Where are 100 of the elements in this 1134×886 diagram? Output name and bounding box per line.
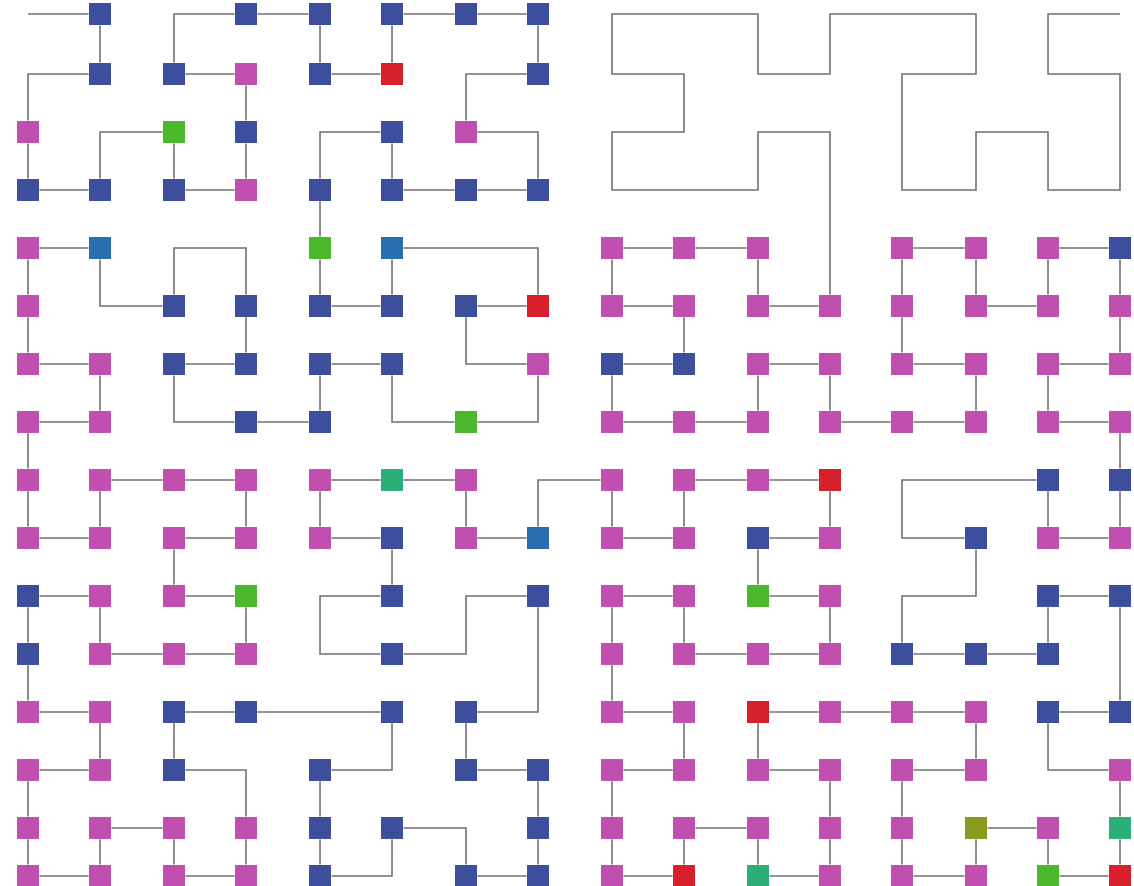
square-marker — [747, 236, 769, 259]
connector-line — [465, 73, 528, 122]
connector-line — [319, 595, 382, 655]
square-marker — [163, 121, 185, 143]
square-marker — [235, 469, 257, 491]
connector-line — [330, 537, 382, 539]
connector-line — [611, 664, 613, 702]
square-marker — [1109, 469, 1131, 491]
connector-line — [829, 838, 831, 866]
connector-line — [319, 258, 321, 296]
square-marker — [819, 295, 841, 317]
connector-line — [99, 722, 101, 760]
square-marker — [965, 352, 987, 375]
connector-line — [1058, 875, 1110, 877]
square-marker — [17, 295, 39, 317]
square-marker — [1109, 295, 1131, 317]
square-marker — [747, 526, 769, 549]
connector-line — [1058, 595, 1110, 597]
connector-line — [840, 421, 892, 423]
connector-line — [402, 827, 467, 866]
square-marker — [891, 295, 913, 317]
connector-line — [319, 131, 382, 180]
connector-line — [986, 305, 1038, 307]
connector-line — [829, 490, 831, 528]
square-marker — [965, 410, 987, 433]
connector-line — [683, 490, 685, 528]
connector-line — [391, 548, 393, 586]
connector-line — [173, 838, 175, 866]
connector-line — [476, 189, 528, 191]
square-marker — [527, 63, 549, 85]
square-marker — [601, 236, 623, 259]
square-marker — [381, 584, 403, 607]
square-marker — [1109, 410, 1131, 433]
connector-line — [622, 363, 674, 365]
square-marker — [381, 295, 403, 317]
square-marker — [17, 236, 39, 259]
connector-line — [840, 711, 892, 713]
square-marker — [381, 236, 403, 259]
square-marker — [89, 469, 111, 491]
connector-line — [768, 537, 820, 539]
connector-line — [245, 606, 247, 644]
connector-line — [27, 316, 29, 354]
connector-line — [476, 606, 539, 713]
connector-line — [1119, 838, 1121, 866]
connector-line — [1047, 606, 1049, 644]
square-marker — [381, 816, 403, 839]
connector-line — [611, 780, 613, 818]
square-marker — [1109, 816, 1131, 839]
connector-line — [901, 258, 903, 296]
square-marker — [673, 410, 695, 433]
connector-line — [99, 258, 164, 307]
connector-line — [99, 24, 101, 64]
connector-line — [768, 711, 820, 713]
connector-line — [1047, 838, 1049, 866]
square-marker — [235, 526, 257, 549]
square-marker — [819, 642, 841, 665]
connector-line — [173, 142, 175, 180]
square-marker — [1037, 700, 1059, 723]
square-marker — [163, 295, 185, 317]
square-marker — [17, 121, 39, 143]
square-marker — [673, 584, 695, 607]
connector-line — [476, 769, 528, 771]
connector-line — [465, 490, 467, 528]
square-marker — [309, 295, 331, 317]
square-marker — [819, 352, 841, 375]
square-marker — [673, 352, 695, 375]
square-marker — [673, 236, 695, 259]
square-marker — [527, 3, 549, 25]
connector-line — [537, 479, 602, 528]
square-marker — [1109, 352, 1131, 375]
square-marker — [163, 179, 185, 201]
connector-line — [38, 189, 90, 191]
square-marker — [601, 758, 623, 781]
connector-line — [1047, 258, 1049, 296]
square-marker — [455, 3, 477, 25]
connector-line — [611, 606, 613, 644]
connector-line — [622, 421, 674, 423]
square-marker — [747, 584, 769, 607]
connector-line — [757, 548, 759, 586]
connector-line — [1119, 432, 1121, 470]
square-marker — [601, 816, 623, 839]
connector-line — [173, 722, 175, 760]
square-marker — [527, 352, 549, 375]
connector-line — [694, 247, 748, 249]
connector-line — [1047, 722, 1110, 771]
square-marker — [89, 642, 111, 665]
square-marker — [819, 758, 841, 781]
square-marker — [747, 469, 769, 491]
square-marker — [309, 236, 331, 259]
square-marker — [965, 295, 987, 317]
square-marker — [1037, 526, 1059, 549]
connector-line — [1119, 316, 1121, 354]
connector-line — [99, 606, 101, 644]
square-marker — [235, 63, 257, 85]
connector-line — [319, 200, 321, 238]
connector-line — [611, 374, 613, 412]
square-marker — [17, 816, 39, 839]
connector-line — [611, 13, 1121, 296]
square-marker — [527, 526, 549, 549]
connector-line — [391, 142, 393, 180]
